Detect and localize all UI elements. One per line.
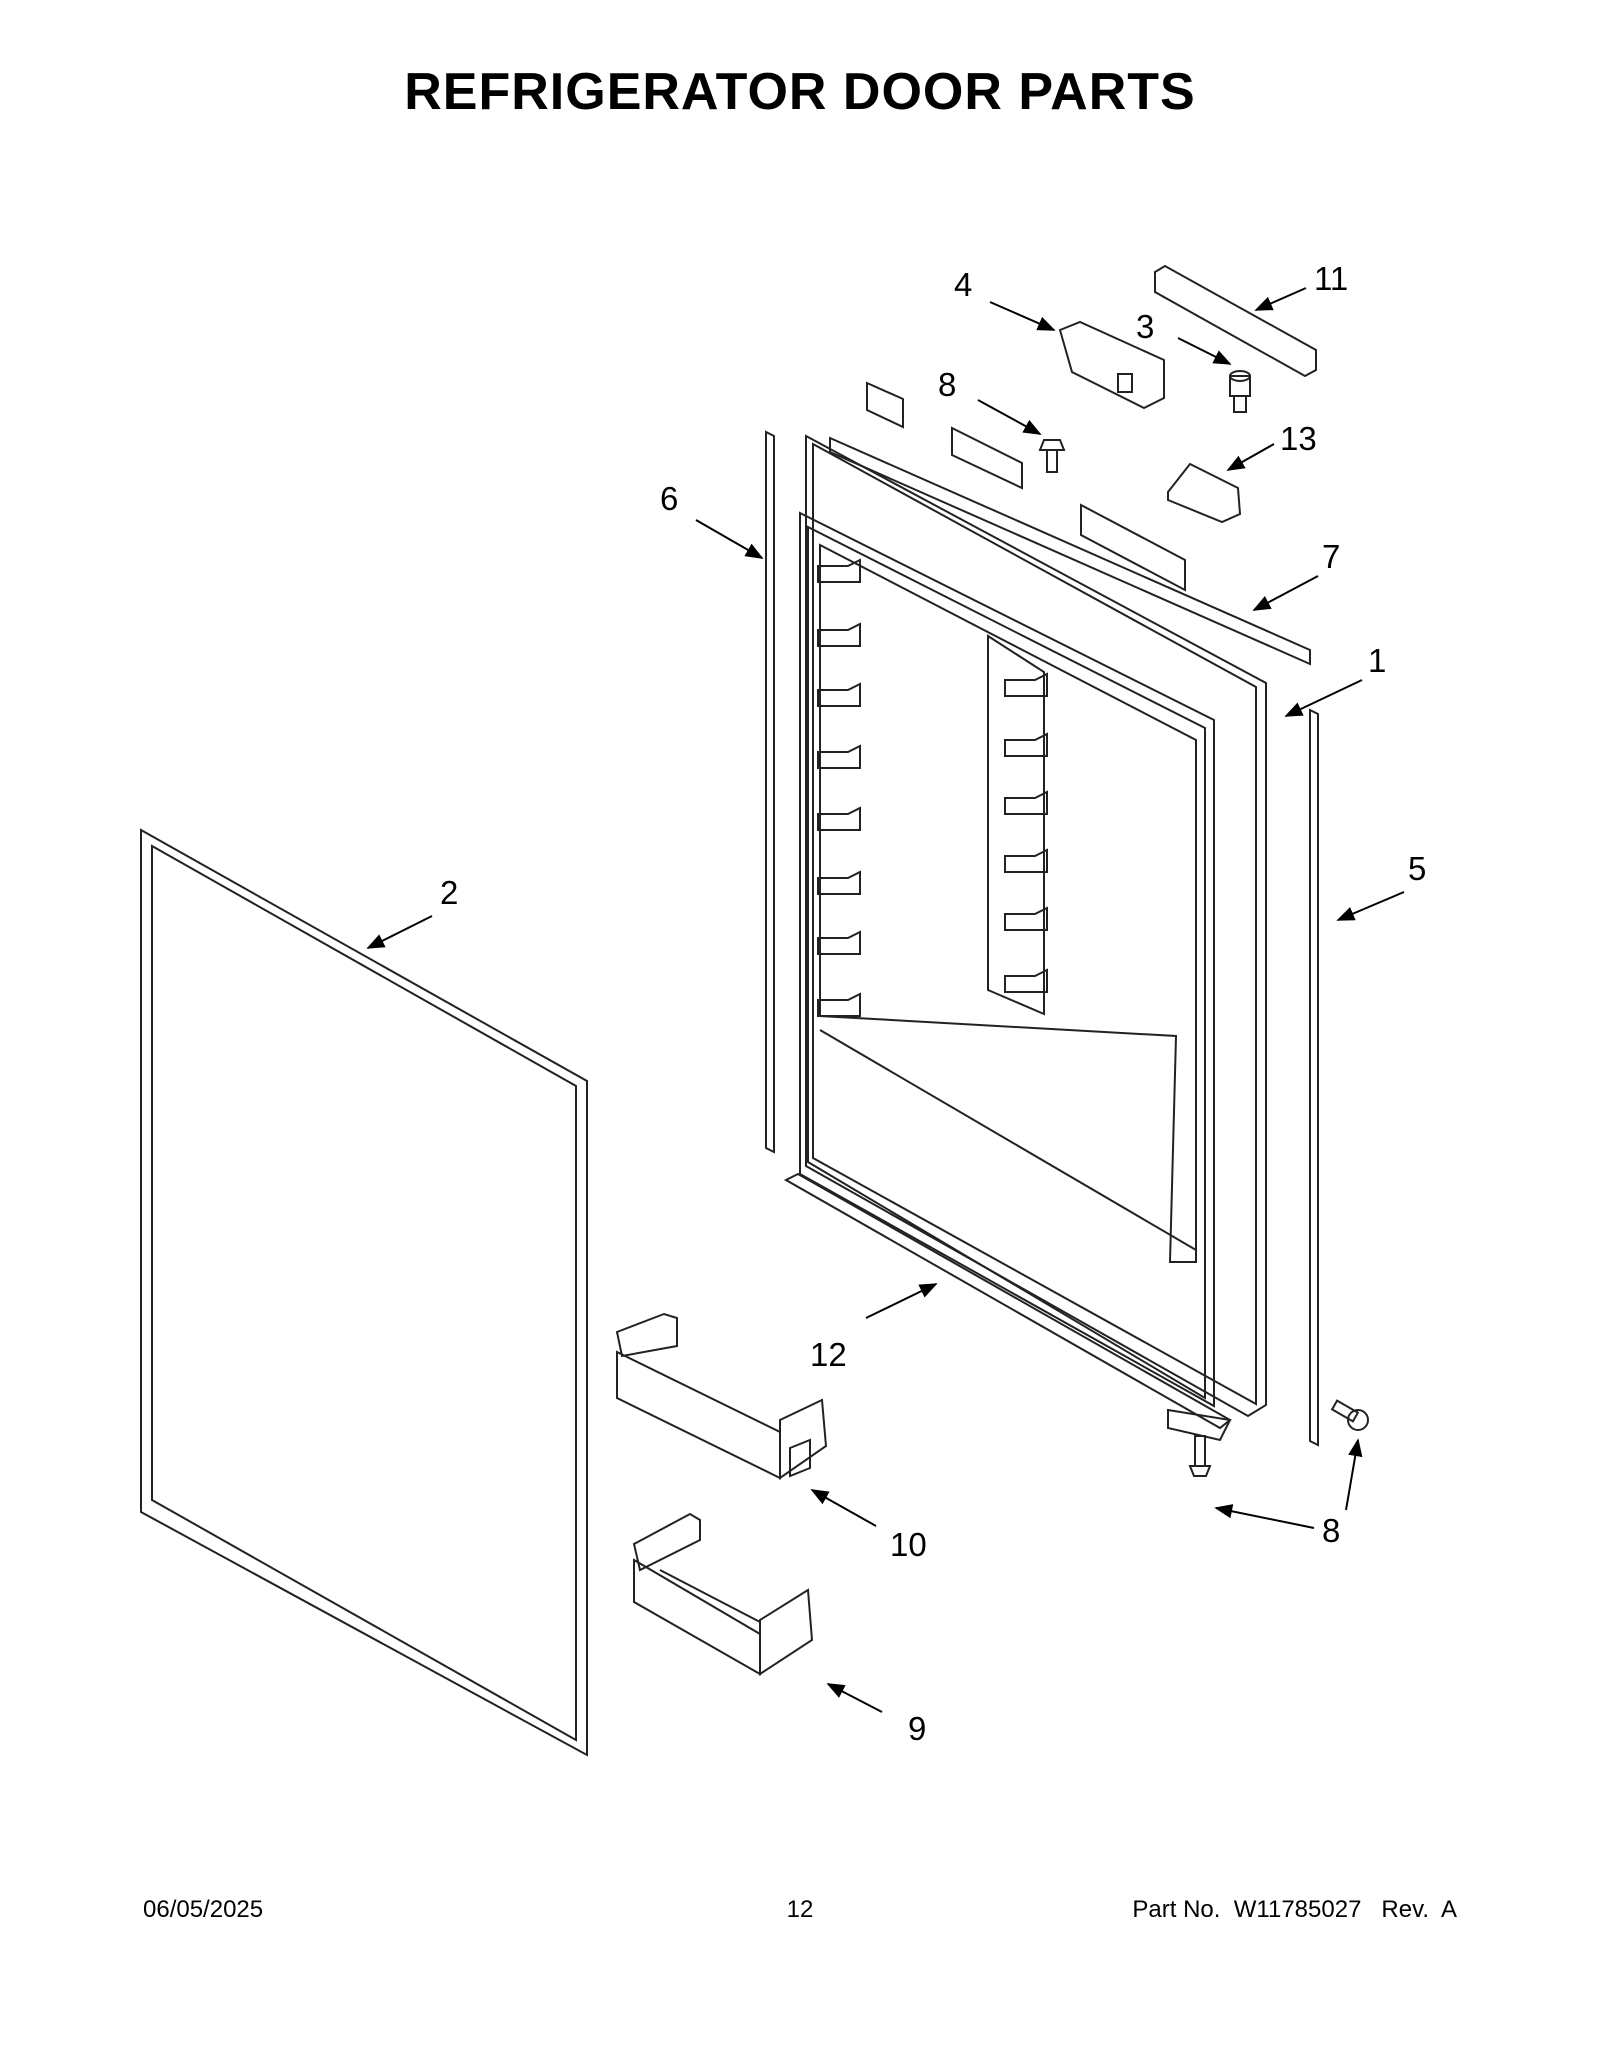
arrow-8-right: [1345, 1438, 1363, 1511]
arrow-7: [1252, 575, 1319, 611]
callout-8-top: 8: [938, 366, 956, 403]
bottom-trim-part: [786, 1174, 1230, 1440]
screw-bottom-part: [1190, 1436, 1210, 1476]
arrow-1: [1284, 679, 1363, 717]
arrow-11: [1254, 287, 1307, 311]
callout-labels: 1 2 3 4 5 6 7 8 8 9 10 11 12 13: [440, 260, 1426, 1747]
callout-5: 5: [1408, 850, 1426, 887]
callout-3: 3: [1136, 308, 1154, 345]
callout-4: 4: [954, 266, 972, 303]
callout-1: 1: [1368, 642, 1386, 679]
top-trim-part: [830, 438, 1310, 664]
arrow-9: [826, 1683, 883, 1713]
arrow-3: [1177, 337, 1232, 365]
footer-date: 06/05/2025: [143, 1896, 264, 1923]
center-shelf-hooks: [988, 636, 1047, 1014]
footer-page-number: 12: [786, 1896, 814, 1923]
left-trim-strip-part: [766, 432, 774, 1152]
door-panel-part: [141, 830, 587, 1755]
door-liner-part: [800, 383, 1266, 1416]
callout-11: 11: [1314, 260, 1348, 297]
arrow-12: [865, 1283, 938, 1319]
door-bin-part: [617, 1314, 826, 1478]
callout-12: 12: [810, 1336, 847, 1373]
screw-top-part: [1040, 440, 1064, 472]
callout-8-bottom: 8: [1322, 1512, 1340, 1549]
callout-13: 13: [1280, 420, 1317, 457]
callout-7: 7: [1322, 538, 1340, 575]
arrow-6: [695, 519, 764, 559]
hinge-pin-part: [1230, 371, 1250, 412]
door-shelf-bin-part: [634, 1514, 812, 1674]
arrow-5: [1336, 891, 1405, 921]
page-title: REFRIGERATOR DOOR PARTS: [404, 63, 1196, 121]
arrow-2: [366, 915, 433, 949]
left-shelf-hooks: [818, 560, 860, 1016]
arrow-4: [989, 301, 1056, 331]
arrow-13: [1226, 443, 1275, 471]
hinge-cover-part: [1060, 322, 1164, 408]
screw-right-part: [1332, 1401, 1368, 1430]
arrow-8-bottom: [1214, 1504, 1315, 1529]
callout-2: 2: [440, 874, 458, 911]
leader-arrows: [366, 287, 1405, 1713]
hinge-trim-part: [1155, 266, 1316, 376]
bracket-part: [1168, 464, 1240, 522]
right-trim-strip-part: [1310, 710, 1318, 1445]
arrow-10: [810, 1489, 877, 1527]
callout-6: 6: [660, 480, 678, 517]
callout-10: 10: [890, 1526, 927, 1563]
arrow-8-top: [977, 399, 1042, 435]
footer-part-number: Part No. W11785027 Rev. A: [1132, 1896, 1457, 1923]
callout-9: 9: [908, 1710, 926, 1747]
